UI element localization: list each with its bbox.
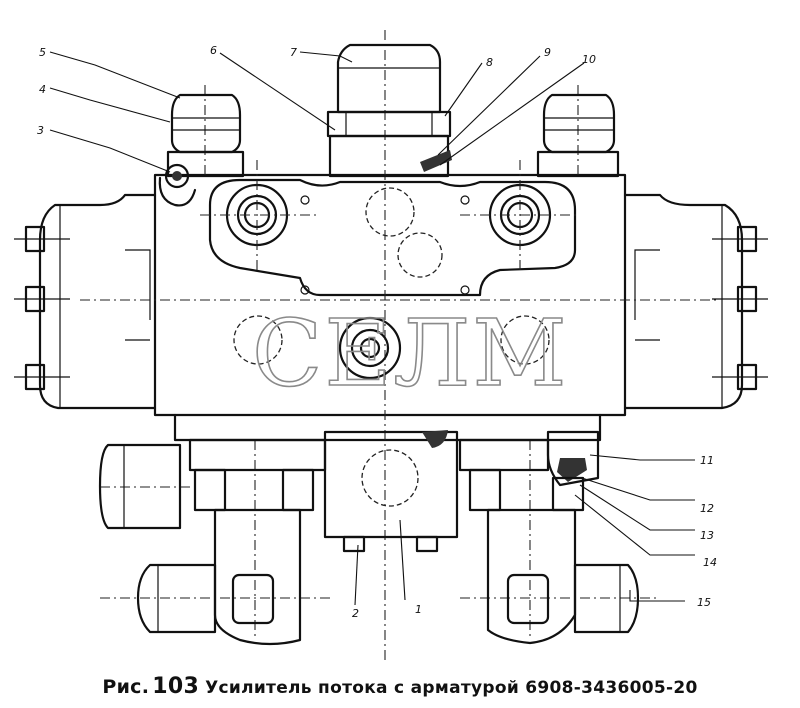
callout-labels: 1 2 3 4 5 6 7 8 9 10 11 12 13 14 15 <box>37 44 717 620</box>
callout-8: 8 <box>486 56 493 69</box>
callout-3: 3 <box>37 124 44 137</box>
left-top-fitting <box>164 93 245 189</box>
callout-10: 10 <box>582 53 596 66</box>
left-bolt-middle <box>14 285 70 313</box>
caption-number: 103 <box>152 674 200 699</box>
top-flange-plate <box>208 178 577 297</box>
callout-2: 2 <box>352 607 359 620</box>
callout-14: 14 <box>703 556 717 569</box>
caption-prefix: Рис. <box>102 676 150 698</box>
caption-text: Усилитель потока с арматурой 6908-343600… <box>205 678 698 698</box>
callout-11: 11 <box>700 454 714 467</box>
left-side-cover <box>14 193 157 410</box>
left-bolt-bottom <box>14 363 70 391</box>
callout-7: 7 <box>290 46 297 59</box>
main-housing <box>153 173 627 442</box>
callout-13: 13 <box>700 529 714 542</box>
lower-valve-block <box>323 430 600 553</box>
center-spool-plug <box>233 315 550 380</box>
right-bolt-bottom <box>712 363 768 391</box>
right-bolt-top <box>712 225 768 253</box>
callout-6: 6 <box>210 44 217 57</box>
right-side-cover <box>623 193 768 410</box>
callout-4: 4 <box>39 83 46 96</box>
bottom-right-banjo <box>458 438 640 645</box>
right-top-fitting <box>536 93 620 178</box>
callout-5: 5 <box>39 46 46 59</box>
callout-1: 1 <box>415 603 422 616</box>
leader-lines <box>49 51 695 606</box>
center-top-fitting <box>326 43 452 178</box>
bottom-left-banjo <box>98 438 327 646</box>
watermark: СЕЛМ <box>252 300 569 407</box>
callout-12: 12 <box>700 502 714 515</box>
right-bolt-middle <box>712 285 768 313</box>
left-bolt-top <box>14 225 70 253</box>
callout-15: 15 <box>697 596 711 609</box>
callout-9: 9 <box>544 46 551 59</box>
